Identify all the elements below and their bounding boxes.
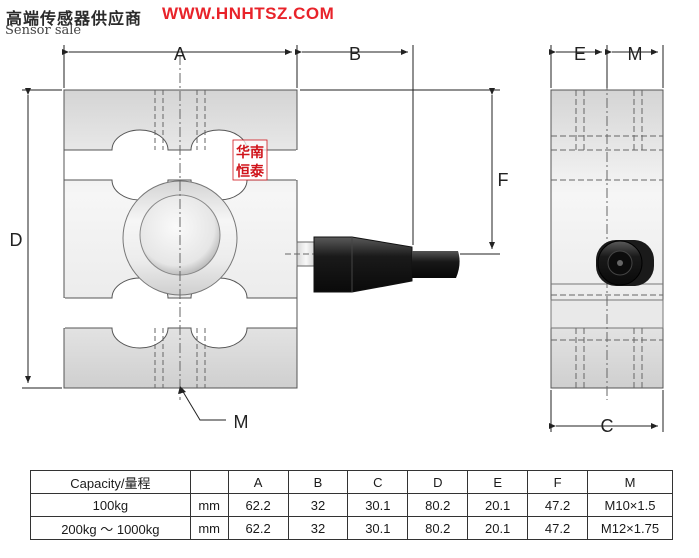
dim-label-e: E <box>574 44 586 64</box>
dim-label-c: C <box>601 416 614 436</box>
header-e: E <box>467 470 529 494</box>
technical-drawing: 华南 恒泰 <box>10 44 664 436</box>
cell-b: 32 <box>287 493 349 517</box>
table-row: 200kg ～ 1000kg mm 62.2 32 30.1 80.2 20.1… <box>30 516 674 540</box>
cell-unit: mm <box>189 516 229 540</box>
cell-m: M12×1.75 <box>586 516 674 540</box>
dim-label-d: D <box>10 230 23 250</box>
seal-bottom-text: 恒泰 <box>236 163 265 180</box>
cell-f: 47.2 <box>527 493 588 517</box>
company-name: 高端传感器供应商 <box>6 9 143 28</box>
cell-c: 30.1 <box>347 493 409 517</box>
subtitle: Sensor sale <box>5 23 82 38</box>
header-d: D <box>407 470 469 494</box>
header-c: C <box>347 470 409 494</box>
cell-c: 30.1 <box>347 516 409 540</box>
cell-d: 80.2 <box>407 516 469 540</box>
cable <box>412 251 460 278</box>
cable-connector <box>313 236 413 293</box>
header-f: F <box>527 470 588 494</box>
cell-d: 80.2 <box>407 493 469 517</box>
cell-f: 47.2 <box>527 516 588 540</box>
cell-a: 62.2 <box>227 493 289 517</box>
cell-unit: mm <box>189 493 229 517</box>
cell-b: 32 <box>287 516 349 540</box>
header-m: M <box>586 470 674 494</box>
header-capacity: Capacity/量程 <box>30 470 191 494</box>
header-unit <box>189 470 229 494</box>
website-link[interactable]: WWW.HNHTSZ.COM <box>162 4 335 23</box>
front-dimensions <box>22 45 500 421</box>
cell-m: M10×1.5 <box>586 493 674 517</box>
company-seal: 华南 恒泰 <box>232 139 268 181</box>
cell-e: 20.1 <box>467 516 529 540</box>
dim-label-m-side: M <box>628 44 643 64</box>
spec-table: Capacity/量程 A B C D E F M 100kg mm 62.2 … <box>30 470 674 540</box>
side-dimensions <box>549 45 664 432</box>
dim-label-a: A <box>174 44 186 64</box>
dim-label-m-front: M <box>234 412 249 432</box>
table-header-row: Capacity/量程 A B C D E F M <box>30 470 674 494</box>
cell-e: 20.1 <box>467 493 529 517</box>
cell-a: 62.2 <box>227 516 289 540</box>
seal-top-text: 华南 <box>236 144 264 161</box>
header-b: B <box>287 470 349 494</box>
s-beam-front-view <box>63 55 330 400</box>
cell-capacity: 100kg <box>30 493 191 517</box>
dim-label-f: F <box>498 170 509 190</box>
dim-label-b: B <box>349 44 361 64</box>
s-beam-side-view <box>550 80 664 400</box>
cell-capacity: 200kg ～ 1000kg <box>30 516 191 540</box>
table-row: 100kg mm 62.2 32 30.1 80.2 20.1 47.2 M10… <box>30 493 674 517</box>
header-a: A <box>227 470 289 494</box>
